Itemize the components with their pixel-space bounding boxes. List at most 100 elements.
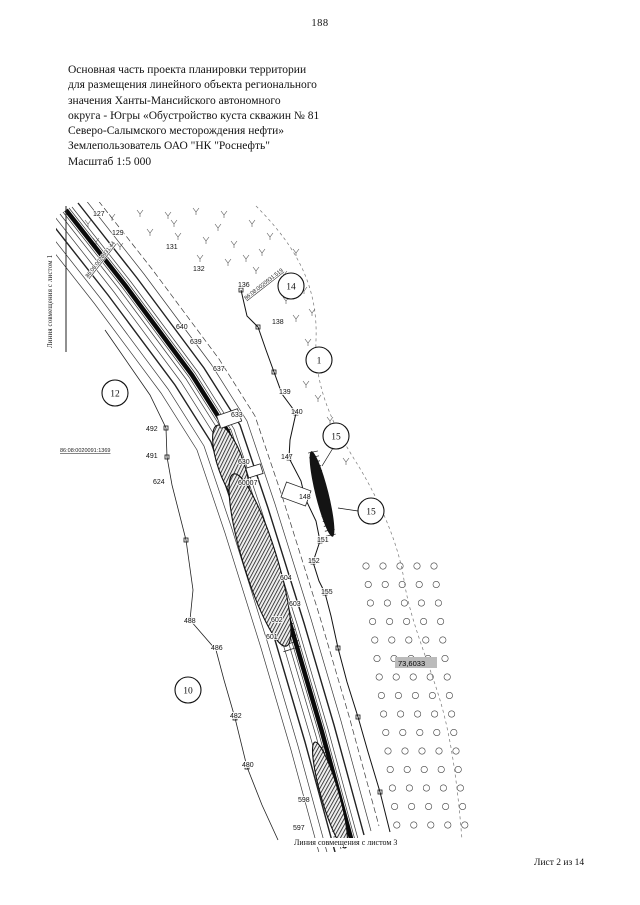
tree-symbol bbox=[386, 617, 394, 625]
map-point-label: 491 bbox=[146, 453, 158, 460]
parcel-boundary-left bbox=[104, 329, 279, 841]
vegetation-symbol bbox=[108, 213, 116, 221]
tree-symbol bbox=[411, 691, 419, 699]
tree-symbol bbox=[461, 821, 469, 829]
map-callout-number: 10 bbox=[183, 686, 193, 696]
map-point-label: 488 bbox=[184, 618, 196, 625]
map-point-label: 151 bbox=[317, 537, 329, 544]
vegetation-symbol bbox=[174, 232, 182, 240]
map-point-label: 604 bbox=[280, 575, 292, 582]
callout-leader bbox=[337, 507, 359, 512]
tree-symbol bbox=[373, 654, 381, 662]
tree-symbol bbox=[393, 821, 401, 829]
tree-symbol bbox=[452, 747, 460, 755]
map-callout-circle: 10 bbox=[174, 676, 202, 704]
tree-symbol bbox=[377, 691, 385, 699]
tree-symbol bbox=[403, 765, 411, 773]
tree-symbol bbox=[444, 821, 452, 829]
tree-symbol bbox=[442, 802, 450, 810]
tree-symbol bbox=[420, 765, 428, 773]
tree-symbol bbox=[437, 617, 445, 625]
page-number: 188 bbox=[311, 18, 329, 29]
map-callout-circle: 12 bbox=[101, 379, 129, 407]
tree-symbol bbox=[382, 728, 390, 736]
map-callout-circle: 15 bbox=[357, 497, 385, 525]
map-point-label: 140 bbox=[291, 409, 303, 416]
vegetation-symbol bbox=[304, 338, 312, 346]
tree-symbol bbox=[428, 691, 436, 699]
tree-symbol bbox=[433, 728, 441, 736]
tree-symbol bbox=[459, 802, 467, 810]
match-line-bottom-label: Линия совмещения с листом 3 bbox=[292, 838, 400, 847]
tree-symbol bbox=[403, 617, 411, 625]
map-callout-number: 14 bbox=[286, 282, 296, 292]
tree-symbol bbox=[450, 728, 458, 736]
map-callout-number: 1 bbox=[317, 356, 322, 366]
vegetation-symbol bbox=[192, 207, 200, 215]
tree-symbol bbox=[405, 784, 413, 792]
map-point-label: 136 bbox=[238, 282, 250, 289]
map-title-block: Основная часть проекта планировки террит… bbox=[68, 63, 428, 170]
map-point-label: 155 bbox=[321, 589, 333, 596]
tree-symbol bbox=[454, 765, 462, 773]
map-callout-circle: 1 bbox=[305, 346, 333, 374]
tree-symbol bbox=[399, 728, 407, 736]
tree-symbol bbox=[410, 821, 418, 829]
tree-symbol bbox=[422, 784, 430, 792]
tree-symbol bbox=[384, 747, 392, 755]
pipeline-axis-line bbox=[64, 208, 355, 843]
vegetation-symbol bbox=[224, 258, 232, 266]
tree-symbol bbox=[441, 654, 449, 662]
vegetation-symbol bbox=[302, 380, 310, 388]
map-point-label: 624 bbox=[153, 479, 165, 486]
tree-symbol bbox=[392, 673, 400, 681]
tree-symbol bbox=[439, 784, 447, 792]
vegetation-symbol bbox=[220, 210, 228, 218]
tree-symbol bbox=[432, 580, 440, 588]
map-callout-circle: 15 bbox=[322, 422, 350, 450]
tree-symbol bbox=[430, 562, 438, 570]
terrain-contour-line bbox=[255, 205, 463, 841]
map-point-label: 598 bbox=[298, 797, 310, 804]
vegetation-symbol bbox=[248, 219, 256, 227]
title-line: для размещения линейного объекта региона… bbox=[68, 79, 317, 92]
vegetation-symbol bbox=[230, 240, 238, 248]
vegetation-symbol bbox=[146, 228, 154, 236]
cadastral-number-label: 86:08:0020091:1369 bbox=[60, 448, 110, 454]
match-line-left-label: Линия совмещения с листом 1 bbox=[47, 254, 54, 348]
tree-symbol bbox=[425, 802, 433, 810]
tree-symbol bbox=[439, 636, 447, 644]
map-point-label: 147 bbox=[281, 454, 293, 461]
tree-symbol bbox=[418, 747, 426, 755]
tree-symbol bbox=[448, 710, 456, 718]
map-point-label: 597 bbox=[293, 825, 305, 832]
vegetation-symbol bbox=[116, 242, 124, 250]
tree-symbol bbox=[371, 636, 379, 644]
map-callout-number: 15 bbox=[366, 507, 376, 517]
map-point-label: 480 bbox=[242, 762, 254, 769]
vegetation-symbol bbox=[252, 266, 260, 274]
map-point-label: 129 bbox=[112, 230, 124, 237]
map-point-label: 633 bbox=[231, 412, 243, 419]
title-line: Основная часть проекта планировки террит… bbox=[68, 64, 307, 76]
title-line: округа - Югры «Обустройство куста скважи… bbox=[68, 109, 320, 122]
title-line: Северо-Салымского месторождения нефти» bbox=[68, 125, 285, 138]
tree-symbol bbox=[456, 784, 464, 792]
tree-symbol bbox=[434, 599, 442, 607]
tree-symbol bbox=[414, 710, 422, 718]
tree-symbol bbox=[388, 636, 396, 644]
tree-symbol bbox=[375, 673, 383, 681]
tree-symbol bbox=[383, 599, 391, 607]
vegetation-symbol bbox=[342, 457, 350, 465]
tree-symbol bbox=[388, 784, 396, 792]
map-point-label: 482 bbox=[230, 713, 242, 720]
vegetation-symbol bbox=[266, 232, 274, 240]
tree-symbol bbox=[379, 562, 387, 570]
tree-symbol bbox=[381, 580, 389, 588]
map-point-label: 602 bbox=[271, 617, 283, 624]
well-pad-area bbox=[212, 424, 349, 849]
tree-symbol bbox=[426, 673, 434, 681]
map-point-label: 132 bbox=[193, 266, 205, 273]
tree-symbol bbox=[409, 673, 417, 681]
